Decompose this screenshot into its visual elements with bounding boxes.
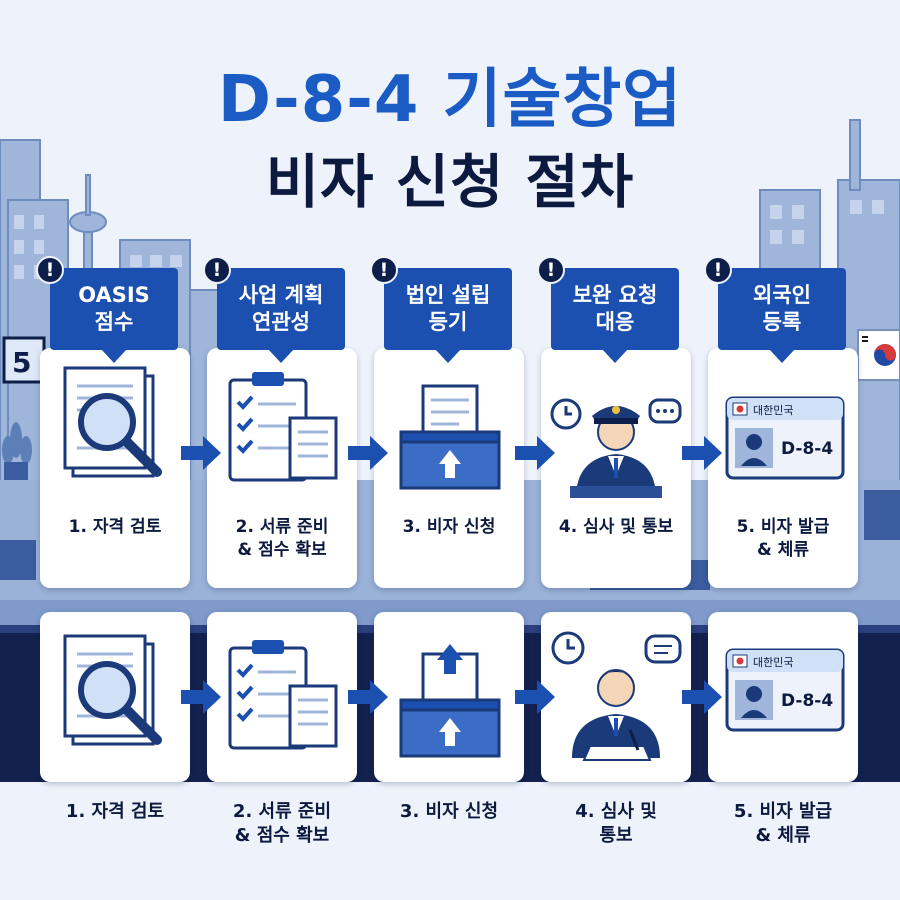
alert-icon: ! xyxy=(537,256,565,284)
step-label-alt: 2. 서류 준비 & 점수 확보 xyxy=(207,800,357,849)
id-card-visa: D-8-4 xyxy=(781,439,833,459)
step-label-alt: 4. 심사 및 통보 xyxy=(541,800,691,849)
tag-line1: OASIS xyxy=(78,282,150,307)
alert-icon: ! xyxy=(370,256,398,284)
magnifier-document-icon xyxy=(63,366,162,478)
building-sign xyxy=(2,336,46,384)
tag-supplement: 보완 요청 대응 xyxy=(551,268,679,363)
step-card-1-alt xyxy=(40,612,190,782)
tag-incorporation: 법인 설립 등기 xyxy=(384,268,512,363)
arrow-right-icon xyxy=(348,436,388,470)
arrow-right-icon xyxy=(515,680,555,714)
step-label-line1: 4. 심사 및 통보 xyxy=(558,517,674,537)
step-label-line2: & 점수 확보 xyxy=(234,825,330,847)
alert-icon: ! xyxy=(36,256,64,284)
step-label-line1: 2. 서류 준비 xyxy=(235,517,329,537)
step-card-5-alt: 대한민국 D-8-4 xyxy=(708,612,858,782)
tag-line1: 보완 요청 xyxy=(572,282,658,307)
officer-icon xyxy=(551,631,682,761)
step-card-2: 2. 서류 준비 & 점수 확보 xyxy=(207,348,357,588)
building-sign-text: 5 xyxy=(12,346,31,379)
tag-line2: 등록 xyxy=(762,310,802,334)
step-label: 3. 비자 신청 xyxy=(374,516,524,539)
step-label-alt: 5. 비자 발급 & 체류 xyxy=(708,800,858,849)
step-label-line1: 3. 비자 신청 xyxy=(402,517,496,537)
korea-flag-icon xyxy=(857,329,900,381)
arrow-right-icon xyxy=(181,680,221,714)
id-card-icon: 대한민국 D-8-4 xyxy=(725,648,845,732)
tag-line1: 사업 계획 xyxy=(238,282,324,307)
officer-icon xyxy=(550,398,682,498)
step-label-alt: 3. 비자 신청 xyxy=(374,800,524,824)
clock-icon xyxy=(550,398,582,430)
step-label: 5. 비자 발급 & 체류 xyxy=(708,516,858,562)
step-card-4: 4. 심사 및 통보 xyxy=(541,348,691,588)
step-label: 1. 자격 검토 xyxy=(40,516,190,539)
step-label-line1: 4. 심사 및 xyxy=(575,801,657,822)
tag-line2: 점수 xyxy=(94,310,134,334)
ballot-box-icon xyxy=(399,644,501,758)
step-card-2-alt xyxy=(207,612,357,782)
step-label-line2: & 체류 xyxy=(756,539,810,560)
step-label-line1: 3. 비자 신청 xyxy=(399,801,499,822)
id-card-country: 대한민국 xyxy=(753,404,793,417)
step-label: 2. 서류 준비 & 점수 확보 xyxy=(207,516,357,562)
arrow-right-icon xyxy=(181,436,221,470)
tag-line2: 등기 xyxy=(428,310,468,334)
step-label-line1: 1. 자격 검토 xyxy=(68,517,162,537)
step-card-3-alt xyxy=(374,612,524,782)
page-title-line1: D-8-4 기술창업 xyxy=(217,63,683,137)
step-card-4-alt xyxy=(541,612,691,782)
id-card-icon: 대한민국 D-8-4 xyxy=(725,396,845,480)
speech-bubble-icon xyxy=(648,398,682,424)
ballot-box-icon xyxy=(399,384,501,490)
id-card-visa: D-8-4 xyxy=(781,691,833,711)
step-label-line1: 5. 비자 발급 xyxy=(736,517,830,537)
step-card-5: 대한민국 D-8-4 5. 비자 발급 & 체류 xyxy=(708,348,858,588)
step-label-line1: 5. 비자 발급 xyxy=(733,801,833,822)
step-label: 4. 심사 및 통보 xyxy=(541,516,691,539)
speech-bubble-icon xyxy=(644,634,682,664)
bottom-label-strip xyxy=(0,782,900,900)
step-card-1: 1. 자격 검토 xyxy=(40,348,190,588)
step-label-line1: 2. 서류 준비 xyxy=(232,801,332,822)
step-card-3: 3. 비자 신청 xyxy=(374,348,524,588)
tag-line2: 연관성 xyxy=(252,310,310,334)
step-label-line2: & 점수 확보 xyxy=(237,539,327,560)
alert-icon: ! xyxy=(704,256,732,284)
magnifier-document-icon xyxy=(63,634,162,746)
clock-icon xyxy=(551,631,585,665)
checklist-icon xyxy=(228,640,338,750)
tag-alien-registration: 외국인 등록 xyxy=(718,268,846,363)
tag-line1: 법인 설립 xyxy=(405,282,491,307)
id-card-country: 대한민국 xyxy=(753,656,793,669)
page-title-line2: 비자 신청 절차 xyxy=(265,148,635,216)
arrow-right-icon xyxy=(515,436,555,470)
step-label-alt: 1. 자격 검토 xyxy=(40,800,190,824)
tag-line1: 외국인 xyxy=(753,282,811,307)
arrow-right-icon xyxy=(682,436,722,470)
checklist-icon xyxy=(228,372,338,482)
alert-icon: ! xyxy=(203,256,231,284)
arrow-right-icon xyxy=(348,680,388,714)
arrow-right-icon xyxy=(682,680,722,714)
step-label-line2: 통보 xyxy=(599,825,633,847)
tag-oasis: OASIS 점수 xyxy=(50,268,178,363)
step-label-line1: 1. 자격 검토 xyxy=(65,801,165,822)
step-label-line2: & 체류 xyxy=(755,825,811,847)
tag-business-plan: 사업 계획 연관성 xyxy=(217,268,345,363)
tag-line2: 대응 xyxy=(595,310,635,334)
